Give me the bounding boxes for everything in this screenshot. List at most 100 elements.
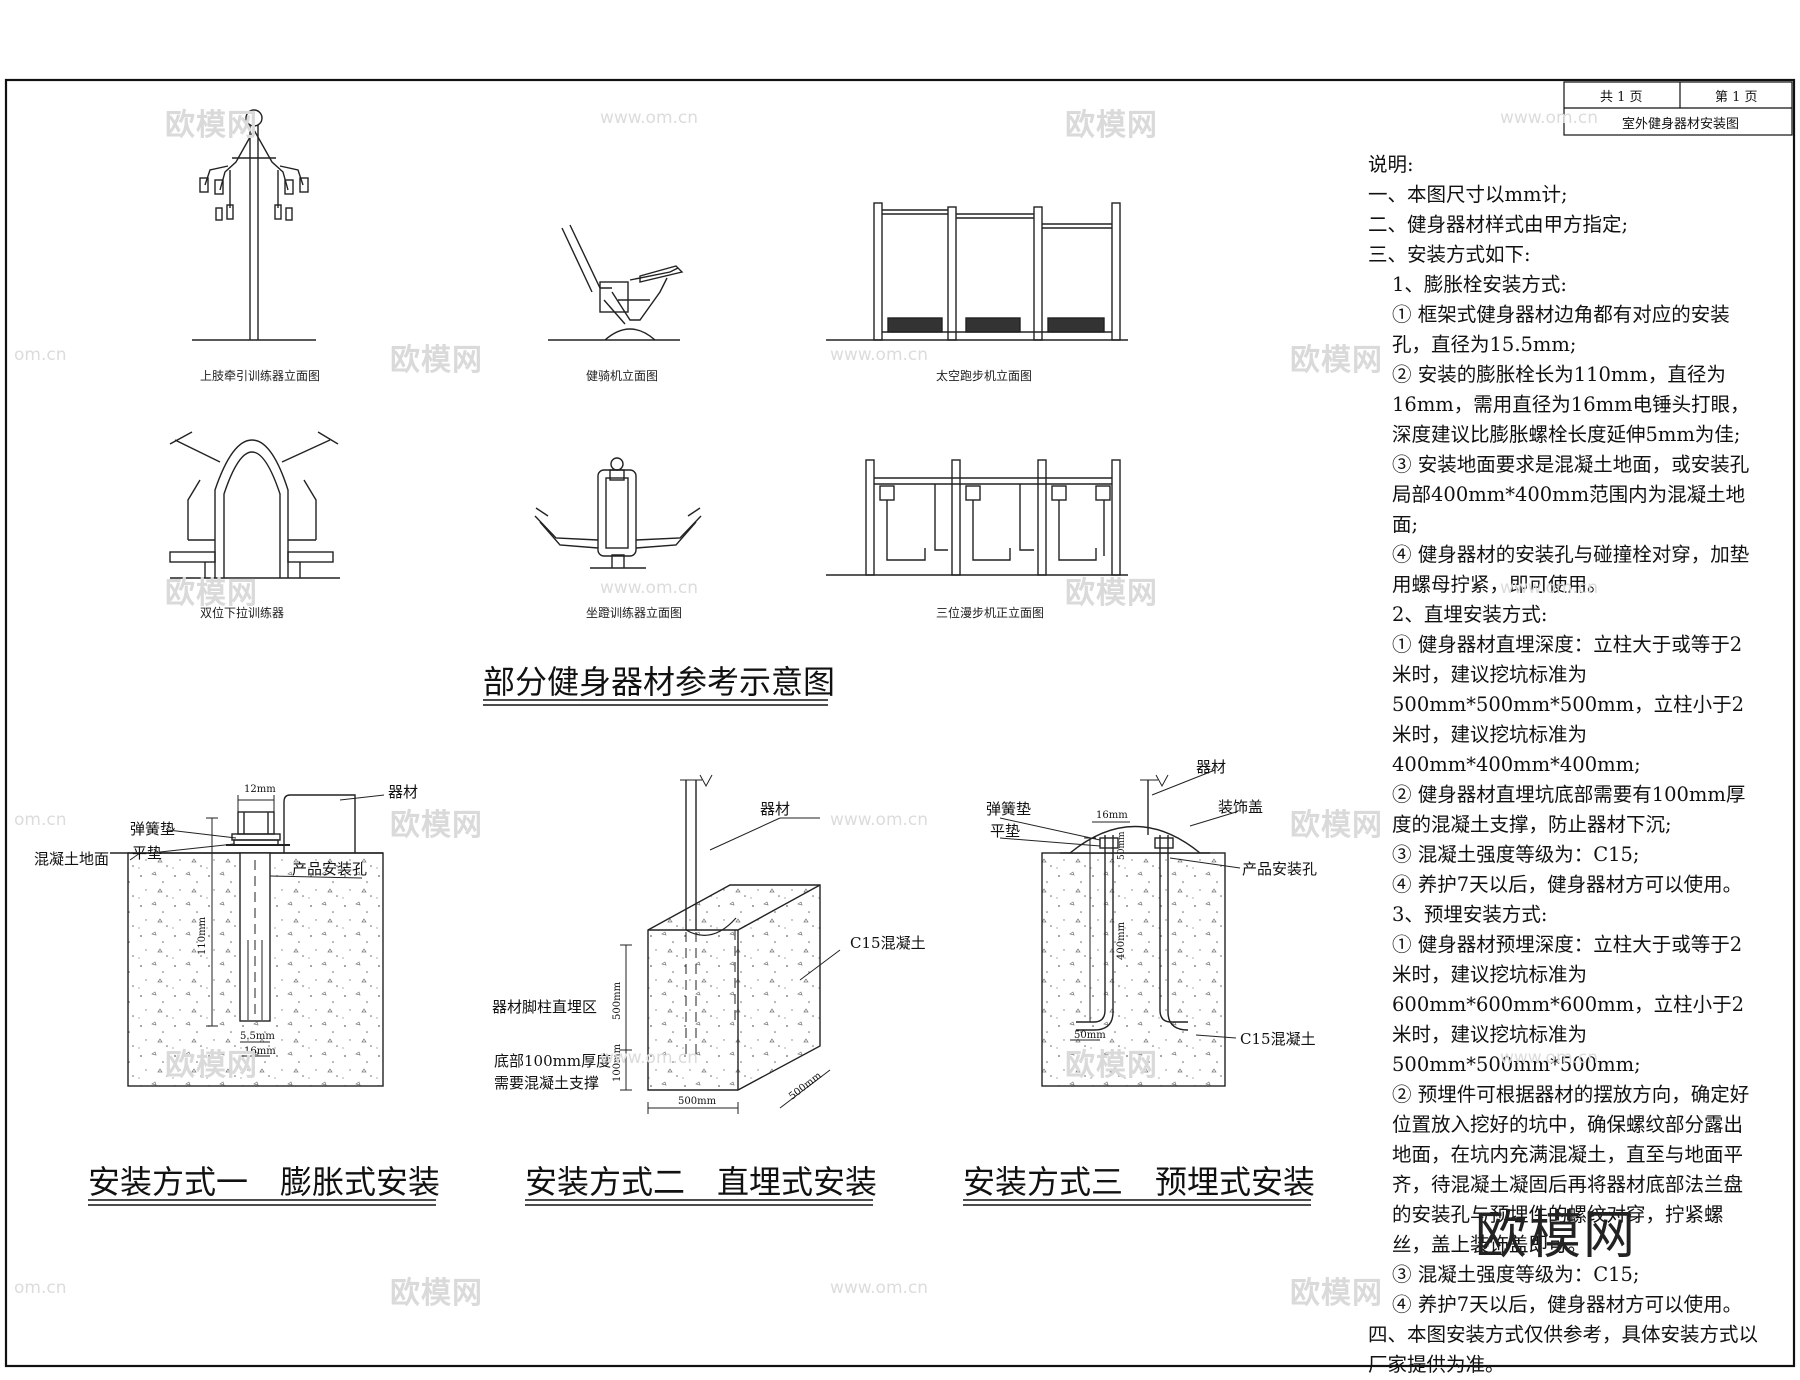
watermark-3: 欧模网 — [390, 343, 483, 378]
notes-s2: 2、直埋安装方式: — [1392, 603, 1548, 626]
caption-leg-press: 坐蹬训练器立面图 — [586, 605, 682, 620]
method2-direct-burial-diagram — [620, 774, 841, 1114]
m2-foot-zone: 器材脚柱直埋区 — [492, 998, 597, 1016]
notes-s2-2: ② 健身器材直埋坑底部需要有100mm厚度的混凝土支撑，防止器材下沉; — [1392, 783, 1746, 836]
watermark-8: 欧模网 — [1290, 808, 1383, 843]
m2-equipment: 器材 — [760, 800, 790, 818]
m3-dim-400: 400mm — [1116, 921, 1127, 960]
notes-s3-4: ④ 养护7天以后，健身器材方可以使用。 — [1392, 1293, 1743, 1316]
m3-dim-50h: 50mm — [1074, 1030, 1106, 1041]
watermark-url-1: www.om.cn — [600, 108, 699, 128]
equipment-double-pulldown — [169, 431, 340, 579]
m2-dim-500d: 500mm — [787, 1070, 824, 1102]
watermark-url-5: www.om.cn — [600, 578, 699, 598]
notes-s3: 3、预埋安装方式: — [1392, 903, 1548, 926]
notes-l1: 一、本图尺寸以mm计; — [1368, 183, 1568, 206]
m3-flat-washer: 平垫 — [990, 822, 1020, 840]
method-titles: 安装方式一 膨胀式安装 安装方式二 直埋式安装 安装方式三 预埋式安装 — [88, 1163, 1315, 1201]
watermark-url-4: om.cn — [14, 345, 67, 365]
method1-labels: 器材 弹簧垫 平垫 混凝土地面 产品安装孔 12mm 110mm 5.5mm 1… — [34, 783, 418, 1057]
sheet-border — [4, 78, 1796, 1368]
equipment-captions: 上肢牵引训练器立面图 健骑机立面图 太空跑步机立面图 双位下拉训练器 坐蹬训练器… — [200, 368, 1044, 620]
caption-triple-walker: 三位漫步机正立面图 — [936, 605, 1044, 620]
m1-dim-top: 12mm — [244, 784, 276, 795]
watermark-5: 欧模网 — [165, 576, 258, 611]
m3-equipment: 器材 — [1196, 758, 1226, 776]
notes-l4: 四、本图安装方式仅供参考，具体安装方式以厂家提供为准。 — [1368, 1323, 1759, 1376]
watermark-10: 欧模网 — [1065, 1048, 1158, 1083]
equipment-triple-walker — [826, 459, 1128, 576]
watermark-4: 欧模网 — [1290, 343, 1383, 378]
watermark-12: 欧模网 — [1290, 1276, 1383, 1311]
caption-pulldown: 双位下拉训练器 — [200, 605, 284, 620]
m2-dim-500h: 500mm — [678, 1096, 717, 1107]
method3-labels: 器材 弹簧垫 平垫 装饰盖 产品安装孔 C15混凝土 16mm 50mm 400… — [986, 758, 1317, 1048]
watermark-2: 欧模网 — [1065, 108, 1158, 143]
m1-dim-len: 110mm — [197, 916, 208, 955]
watermark-url-9: www.om.cn — [600, 1048, 699, 1068]
m1-dim-b1: 5.5mm — [240, 1031, 275, 1042]
m2-bottom1: 底部100mm厚度 — [494, 1052, 611, 1070]
notes-s2-4: ④ 养护7天以后，健身器材方可以使用。 — [1392, 873, 1743, 896]
equipment-riding-machine — [548, 224, 684, 341]
m3-concrete: C15混凝土 — [1240, 1030, 1316, 1048]
notes-l2: 二、健身器材样式由甲方指定; — [1368, 213, 1629, 236]
caption-riding: 健骑机立面图 — [586, 368, 658, 383]
notes-heading: 说明: — [1368, 153, 1414, 176]
method3-preembed-diagram — [999, 769, 1241, 1087]
watermark-url-8: om.cn — [14, 810, 67, 830]
notes-s1-4: ④ 健身器材的安装孔与碰撞栓对穿，加垫用螺母拧紧，即可使用。 — [1392, 543, 1750, 596]
notes-panel: 说明: 一、本图尺寸以mm计; 二、健身器材样式由甲方指定; 三、安装方式如下:… — [1368, 150, 1760, 1380]
watermark-1: 欧模网 — [165, 108, 258, 143]
reference-title: 部分健身器材参考示意图 — [483, 663, 835, 701]
notes-s3-1: ① 健身器材预埋深度：立柱大于或等于2米时，建议挖坑标准为600mm*600mm… — [1392, 933, 1745, 1076]
m1-equipment: 器材 — [388, 783, 418, 801]
notes-s1-1: ① 框架式健身器材边角都有对应的安装孔，直径为15.5mm; — [1392, 303, 1730, 356]
m3-dim-16: 16mm — [1096, 810, 1128, 821]
watermark-url-12: om.cn — [14, 1278, 67, 1298]
caption-space-walker: 太空跑步机立面图 — [936, 368, 1032, 383]
notes-l3: 三、安装方式如下: — [1368, 243, 1531, 266]
m3-spring-washer: 弹簧垫 — [986, 800, 1031, 818]
notes-s3-2: ② 预埋件可根据器材的摆放方向，确定好位置放入挖好的坑中，确保螺纹部分露出地面，… — [1392, 1083, 1750, 1256]
m3-dim-50v: 50mm — [1117, 831, 1127, 860]
equipment-leg-press — [534, 457, 702, 569]
m1-flat-washer: 平垫 — [132, 844, 162, 862]
equipment-upper-limb-trainer — [192, 109, 316, 341]
title-block-total: 共 1 页 — [1600, 90, 1643, 105]
method2-title: 安装方式二 直埋式安装 — [525, 1163, 877, 1201]
notes-s2-3: ③ 混凝土强度等级为：C15; — [1392, 843, 1640, 866]
notes-s1: 1、膨胀栓安装方式: — [1392, 273, 1567, 296]
m3-install-hole: 产品安装孔 — [1242, 860, 1317, 878]
watermark-url-10: www.om.cn — [1500, 1048, 1599, 1068]
method3-title: 安装方式三 预埋式安装 — [963, 1163, 1315, 1201]
method2-labels: 器材 C15混凝土 器材脚柱直埋区 底部100mm厚度 需要混凝土支撑 500m… — [492, 800, 926, 1107]
method1-title: 安装方式一 膨胀式安装 — [88, 1163, 440, 1201]
m1-dim-b2: 16mm — [244, 1046, 276, 1057]
watermark-large: 欧模网 — [1475, 1206, 1638, 1266]
caption-upper-limb: 上肢牵引训练器立面图 — [200, 368, 320, 383]
m3-cover: 装饰盖 — [1218, 798, 1263, 816]
watermark-7: 欧模网 — [390, 808, 483, 843]
watermark-url-3: www.om.cn — [830, 345, 929, 365]
watermark-url-7: www.om.cn — [830, 810, 929, 830]
equipment-space-walker — [826, 202, 1128, 341]
notes-s2-1: ① 健身器材直埋深度：立柱大于或等于2米时，建议挖坑标准为500mm*500mm… — [1392, 633, 1745, 776]
method1-expansion-diagram — [110, 794, 385, 1087]
m2-bottom2: 需要混凝土支撑 — [494, 1074, 599, 1092]
watermark-9: 欧模网 — [165, 1048, 258, 1083]
reference-title-underline — [483, 699, 828, 706]
watermark-11: 欧模网 — [390, 1276, 483, 1311]
m1-install-hole: 产品安装孔 — [292, 860, 367, 878]
m2-dim-500v: 500mm — [612, 981, 623, 1020]
notes-s1-2: ② 安装的膨胀栓长为110mm，直径为16mm，需用直径为16mm电锤头打眼，深… — [1392, 363, 1750, 446]
title-block-page: 第 1 页 — [1715, 90, 1758, 105]
m2-dim-100: 100mm — [612, 1043, 623, 1082]
watermark-6: 欧模网 — [1065, 576, 1158, 611]
m1-concrete-ground: 混凝土地面 — [34, 850, 109, 868]
watermark-url-6: www.om.cn — [1500, 578, 1599, 598]
title-block-name: 室外健身器材安装图 — [1622, 117, 1740, 132]
watermark-url-11: www.om.cn — [830, 1278, 929, 1298]
title-block — [1563, 81, 1793, 136]
